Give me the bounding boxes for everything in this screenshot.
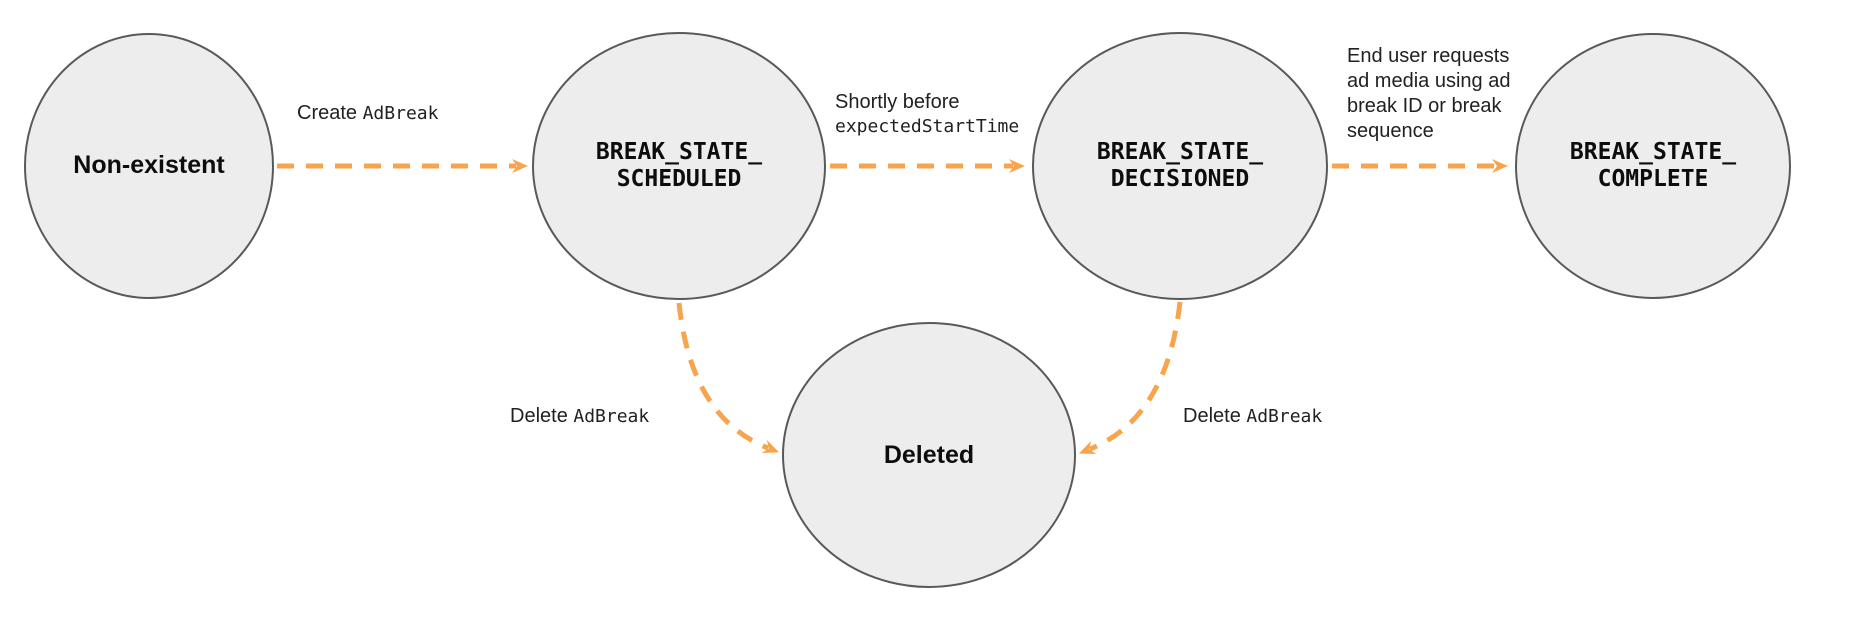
node-non-existent-circle [24,33,274,299]
edge-label-create-code: AdBreak [362,103,439,124]
node-deleted-circle [782,322,1076,588]
node-break-state-scheduled-circle [532,32,826,300]
edge-label-delete-right-plain: Delete [1183,405,1247,427]
edge-delete-adbreak-left-arrow [676,302,780,454]
edge-label-delete-right-code: AdBreak [1246,406,1323,427]
edge-label-end-user-line1: End user requests [1347,45,1510,67]
node-break-state-decisioned-circle [1032,32,1328,300]
edge-label-shortly-plain: Shortly before [835,91,960,113]
edge-label-delete-left-plain: Delete [510,405,574,427]
edge-label-create-adbreak: Create AdBreak [297,101,438,126]
edge-label-delete-adbreak-right: Delete AdBreak [1183,404,1322,429]
node-break-state-complete-circle [1515,33,1791,299]
edge-label-end-user-line2: ad media using ad [1347,70,1511,92]
edge-label-end-user-requests: End user requests ad media using ad brea… [1347,44,1510,144]
edge-delete-adbreak-right-arrow [1078,301,1183,454]
edge-label-end-user-line4: sequence [1347,120,1434,142]
edge-label-delete-left-code: AdBreak [573,406,650,427]
edge-label-delete-adbreak-left: Delete AdBreak [510,404,649,429]
edge-label-shortly-code: expectedStartTime [835,116,1020,137]
edge-label-shortly-before: Shortly before expectedStartTime [835,90,1019,139]
edge-label-create-plain: Create [297,102,363,124]
edge-label-end-user-line3: break ID or break [1347,95,1502,117]
